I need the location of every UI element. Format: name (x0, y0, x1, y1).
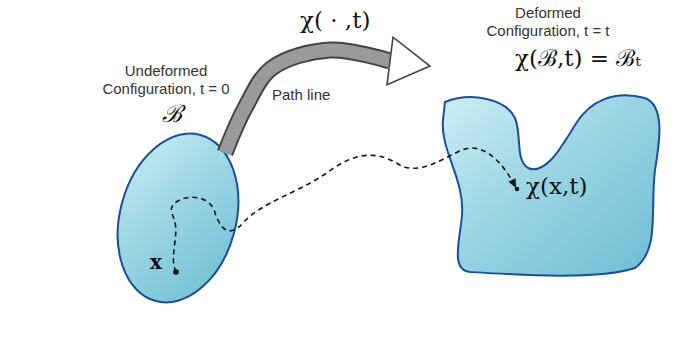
material-point (173, 269, 179, 275)
mapping-label: χ( · ,t) (300, 6, 370, 34)
material-point (515, 187, 519, 191)
arrow-head (387, 37, 430, 85)
motion-arrow (225, 37, 430, 153)
configuration-heading: Undeformed Configuration, t = 0 (91, 62, 241, 98)
configuration-heading: Deformed Configuration, t = t (473, 4, 623, 40)
point-label: χ(x,t) (526, 172, 587, 200)
point-label: x (150, 250, 162, 274)
path-line-label: Path line (272, 86, 330, 104)
arrow-band (225, 50, 390, 153)
configuration-region: Deformed Configuration, t = t χ(ℬ,t) = ℬₜ… (430, 4, 692, 284)
deformed-body (443, 95, 660, 275)
mapping-formula: χ(ℬ,t) = ℬₜ (515, 44, 641, 72)
body-symbol: ℬ (162, 100, 182, 128)
arrow-band-outline (225, 50, 390, 153)
undeformed-body (100, 120, 257, 316)
